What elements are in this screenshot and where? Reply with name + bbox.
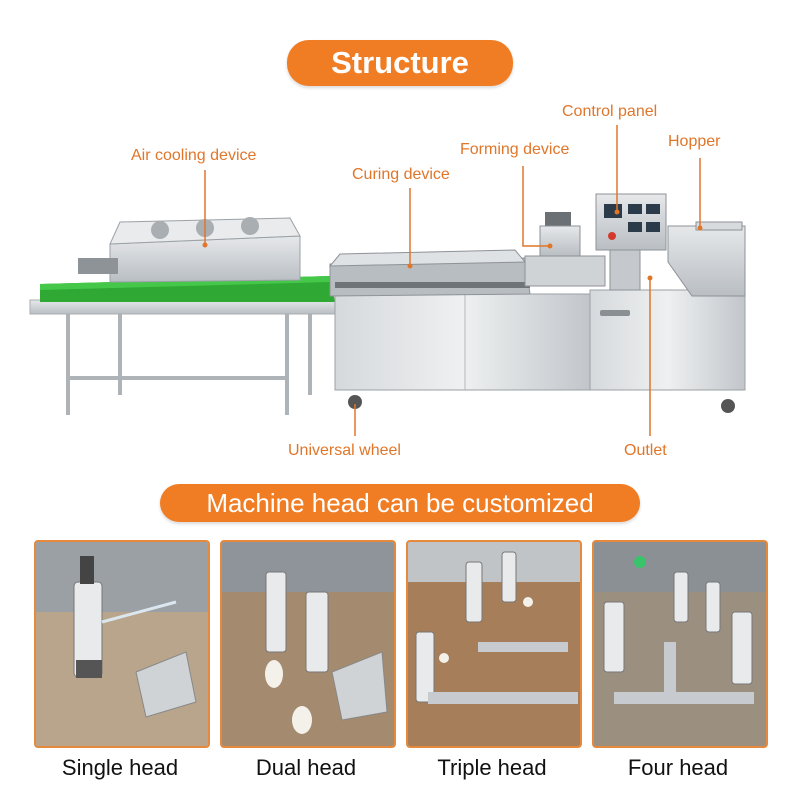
label-air-cooling-device: Air cooling device xyxy=(131,147,257,164)
curing-device xyxy=(328,249,531,297)
label-forming-device: Forming device xyxy=(460,141,570,158)
label-outlet: Outlet xyxy=(624,442,667,459)
main-cabinet xyxy=(334,289,746,391)
four-head-photo xyxy=(592,540,768,748)
caption-dual-head: Dual head xyxy=(255,755,357,780)
customization-banner: Machine head can be customized xyxy=(160,484,640,522)
machine-illustration xyxy=(29,125,746,436)
universal-wheel-icon xyxy=(348,395,735,413)
single-head-photo xyxy=(34,540,210,748)
label-universal-wheel: Universal wheel xyxy=(288,442,401,459)
caption-four-head: Four head xyxy=(627,755,729,780)
control-panel xyxy=(595,193,667,291)
caption-triple-head: Triple head xyxy=(437,755,547,780)
structure-title: Structure xyxy=(287,40,513,86)
label-hopper: Hopper xyxy=(668,133,721,150)
leader-lines xyxy=(204,125,701,436)
triple-head-photo xyxy=(406,540,582,748)
label-control-panel: Control panel xyxy=(562,103,658,120)
hopper xyxy=(667,221,746,297)
dual-head-photo xyxy=(220,540,396,748)
forming-device xyxy=(524,212,606,287)
conveyor-frame xyxy=(66,312,312,415)
label-curing-device: Curing device xyxy=(352,166,450,183)
caption-single-head: Single head xyxy=(61,755,179,780)
air-cooling-device xyxy=(78,217,301,283)
